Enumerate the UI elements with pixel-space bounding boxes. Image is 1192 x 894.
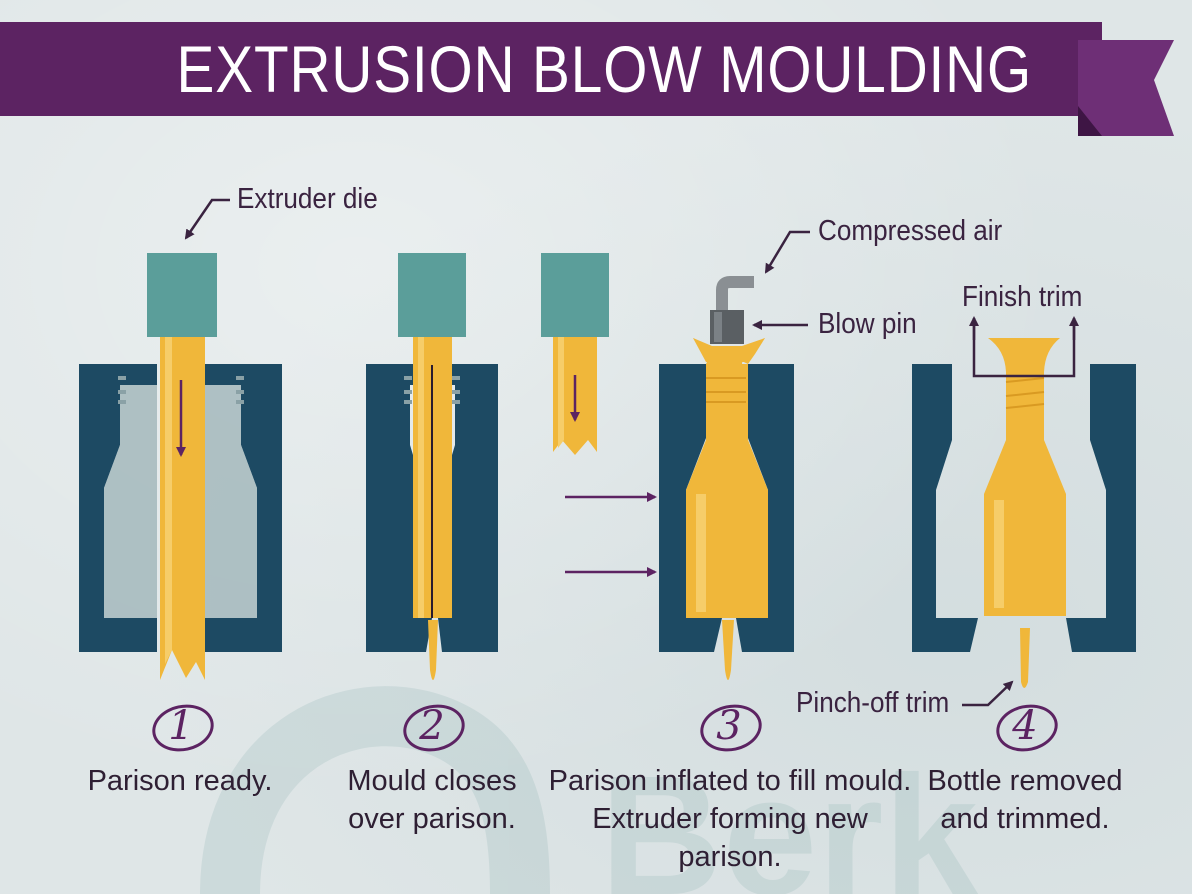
new-parison-illustration <box>541 253 609 455</box>
extruder-die-pointer <box>184 198 230 240</box>
watermark-logo: Berk <box>200 686 978 894</box>
step-4-illustration <box>912 316 1136 707</box>
step-1-caption-line-1: Parison ready. <box>87 765 273 797</box>
label-finish-trim: Finish trim <box>962 281 1083 313</box>
step-4-caption-line-1: Bottle removed <box>927 765 1123 797</box>
mould-right-half <box>205 364 282 652</box>
extruder-die <box>541 253 609 337</box>
step-2-caption-line-1: Mould closes <box>347 765 517 797</box>
step-3-illustration <box>659 230 810 680</box>
step-4-caption-line-2: and trimmed. <box>940 803 1110 835</box>
label-blow-pin: Blow pin <box>818 308 917 340</box>
mould-left-half <box>79 364 157 652</box>
extruder-die <box>398 253 466 337</box>
step-2-caption: Mould closes over parison. <box>322 762 542 838</box>
label-pinch-off-trim: Pinch-off trim <box>796 687 950 719</box>
title-banner <box>0 22 1102 116</box>
step-1-illustration <box>79 198 282 680</box>
pinch-off-tail <box>1020 628 1030 688</box>
pinch-tail <box>428 620 438 680</box>
step-3-caption-line-2: Extruder forming new parison. <box>592 803 868 873</box>
step-2-number: 2 <box>419 703 445 749</box>
step-3-number: 3 <box>716 703 742 749</box>
page-title: EXTRUSION BLOW MOULDING <box>176 32 1033 106</box>
pinch-tail <box>722 620 734 680</box>
step-1-caption: Parison ready. <box>60 762 300 800</box>
label-compressed-air: Compressed air <box>818 215 1003 247</box>
svg-text:Berk: Berk <box>600 741 978 894</box>
compressed-air-pointer <box>764 230 810 274</box>
step-2-illustration <box>366 253 498 680</box>
step-3-caption: Parison inflated to fill mould. Extruder… <box>540 762 920 876</box>
pinch-off-pointer <box>962 680 1014 707</box>
banner-ribbon-tail <box>1078 40 1174 136</box>
step-1-number: 1 <box>168 703 194 749</box>
step-2-caption-line-2: over parison. <box>348 803 516 835</box>
finish-trim-bracket <box>972 322 1076 378</box>
step-3-caption-line-1: Parison inflated to fill mould. <box>548 765 912 797</box>
finished-bottle <box>984 338 1066 616</box>
inflated-parison <box>686 338 768 618</box>
label-extruder-die: Extruder die <box>237 183 378 215</box>
step-4-number: 4 <box>1012 703 1038 749</box>
compressed-air-tube <box>716 276 754 310</box>
extruder-die <box>147 253 217 337</box>
step-4-caption: Bottle removed and trimmed. <box>920 762 1130 838</box>
